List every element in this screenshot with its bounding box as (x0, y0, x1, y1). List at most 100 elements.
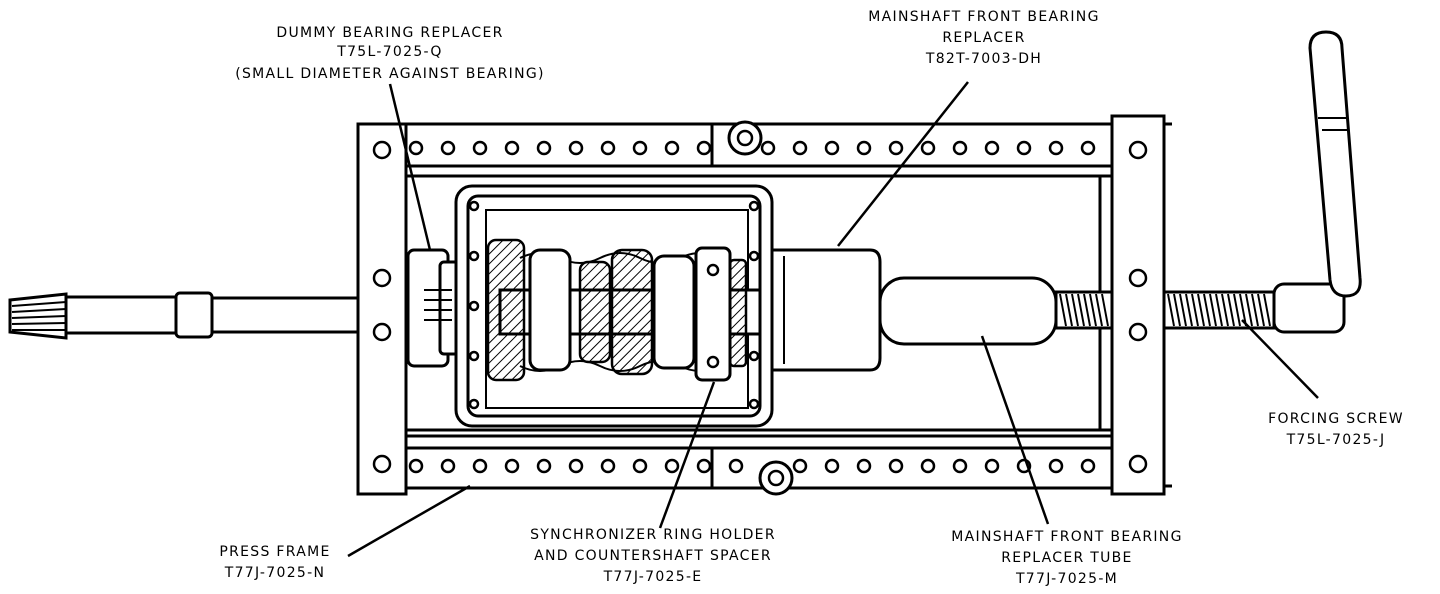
frame-top-hole (1080, 140, 1096, 156)
screw-thread (1167, 293, 1175, 327)
bottom-lifting-eye-hole (767, 469, 785, 487)
callout-dummy-bearing-line2: T75L-7025-Q (336, 44, 443, 60)
screw-thread (1215, 293, 1223, 327)
callout-replacer-tube-line2: REPLACER TUBE (1001, 550, 1132, 566)
callout-synchronizer-line3: T77J-7025-E (603, 569, 703, 585)
frame-top-hole (1016, 140, 1032, 156)
frame-bottom-hole (920, 458, 936, 474)
callout-dummy-bearing-replacer: DUMMY BEARING REPLACER T75L-7025-Q (SMAL… (235, 25, 545, 82)
callout-mainshaft-bearing-line3: T82T-7003-DH (925, 51, 1042, 67)
frame-top-hole (952, 140, 968, 156)
frame-top-hole (664, 140, 680, 156)
frame-bottom-hole (696, 458, 712, 474)
frame-top-hole (984, 140, 1000, 156)
screw-thread (1089, 293, 1097, 327)
leader-replacer-tube (980, 335, 1050, 525)
screw-thread (1179, 293, 1187, 327)
frame-right-end-plate (1110, 114, 1172, 496)
screw-thread (1083, 293, 1091, 327)
frame-top-hole (792, 140, 808, 156)
leader-press-frame (347, 484, 471, 558)
gear-5 (652, 254, 696, 370)
screw-thread (1071, 293, 1079, 327)
spline-lines (11, 301, 67, 331)
frame-top-hole (824, 140, 840, 156)
callout-dummy-bearing-line1: DUMMY BEARING REPLACER (276, 25, 503, 41)
mainshaft-front-bearing-replacer-tube (878, 276, 1058, 346)
screw-thread (1059, 293, 1067, 327)
mainshaft-front-bearing-replacer (770, 248, 882, 372)
callout-mainshaft-front-bearing-replacer: MAINSHAFT FRONT BEARING REPLACER T82T-70… (868, 9, 1099, 67)
shaft-body (64, 295, 178, 335)
frame-bottom-rail (400, 434, 1114, 450)
screw-thread (1191, 293, 1199, 327)
gear-6 (728, 258, 748, 368)
frame-top-hole (504, 140, 520, 156)
screw-thread (1209, 293, 1217, 327)
frame-bottom-hole (536, 458, 552, 474)
screw-thread (1239, 293, 1247, 327)
frame-bottom-hole (600, 458, 616, 474)
frame-bottom-hole (792, 458, 808, 474)
callout-mainshaft-bearing-line1: MAINSHAFT FRONT BEARING (868, 9, 1099, 25)
frame-bottom-hole (728, 458, 744, 474)
frame-top-hole (568, 140, 584, 156)
forcing-screw-handle (1308, 30, 1362, 298)
gear-2 (528, 248, 572, 372)
frame-bottom-hole (440, 458, 456, 474)
callout-replacer-tube-line1: MAINSHAFT FRONT BEARING (951, 529, 1182, 545)
callout-replacer-tube-line3: T77J-7025-M (1015, 571, 1118, 587)
screw-thread (1197, 293, 1205, 327)
screw-thread (1245, 293, 1253, 327)
screw-thread (1173, 293, 1181, 327)
leader-lines (347, 81, 1319, 558)
mainshaft-gears (486, 238, 762, 382)
callout-press-frame-line1: PRESS FRAME (219, 544, 330, 560)
callout-mainshaft-bearing-line2: REPLACER (942, 30, 1025, 46)
screw-thread (1263, 293, 1271, 327)
callout-dummy-bearing-line3: (SMALL DIAMETER AGAINST BEARING) (235, 66, 545, 82)
callout-synchronizer-line2: AND COUNTERSHAFT SPACER (534, 548, 772, 564)
frame-top-hole (760, 140, 776, 156)
screw-thread (1227, 293, 1235, 327)
frame-bottom-hole (1080, 458, 1096, 474)
forcing-screw (1054, 30, 1362, 334)
screw-thread (1203, 293, 1211, 327)
leader-dummy-bearing (388, 83, 432, 251)
frame-bottom-hole (408, 458, 424, 474)
screw-thread (1077, 293, 1085, 327)
screw-thread (1185, 293, 1193, 327)
frame-bottom-bar (400, 434, 1114, 496)
callout-press-frame-line2: T77J-7025-N (224, 565, 326, 581)
case-inner-cavity (485, 209, 749, 409)
forcing-screw-nut (1272, 282, 1346, 334)
frame-top-bar (400, 120, 1114, 168)
screw-thread (1221, 293, 1229, 327)
frame-top-right-section (710, 122, 1114, 168)
frame-bottom-hole (504, 458, 520, 474)
frame-top-hole (856, 140, 872, 156)
input-shaft (8, 291, 364, 340)
frame-bottom-hole (664, 458, 680, 474)
frame-top-hole (920, 140, 936, 156)
callout-synchronizer-ring-holder: SYNCHRONIZER RING HOLDER AND COUNTERSHAF… (530, 527, 776, 585)
screw-thread (1251, 293, 1259, 327)
screw-thread (1101, 293, 1109, 327)
frame-top-hole (632, 140, 648, 156)
gear-1 (486, 238, 526, 382)
leader-mainshaft-bearing (837, 81, 969, 247)
screw-thread (1065, 293, 1073, 327)
frame-bottom-hole (568, 458, 584, 474)
callout-forcing-screw-line2: T75L-7025-J (1286, 432, 1386, 448)
gear-3 (578, 260, 612, 364)
leader-synchronizer (658, 381, 716, 529)
gear-4 (610, 248, 654, 376)
leader-forcing-screw (1241, 319, 1319, 399)
frame-bottom-hole (952, 458, 968, 474)
callout-synchronizer-line1: SYNCHRONIZER RING HOLDER (530, 527, 776, 543)
top-lifting-eye-hole (736, 129, 754, 147)
frame-bottom-hole (824, 458, 840, 474)
frame-bottom-hole (856, 458, 872, 474)
frame-bottom-hole (888, 458, 904, 474)
